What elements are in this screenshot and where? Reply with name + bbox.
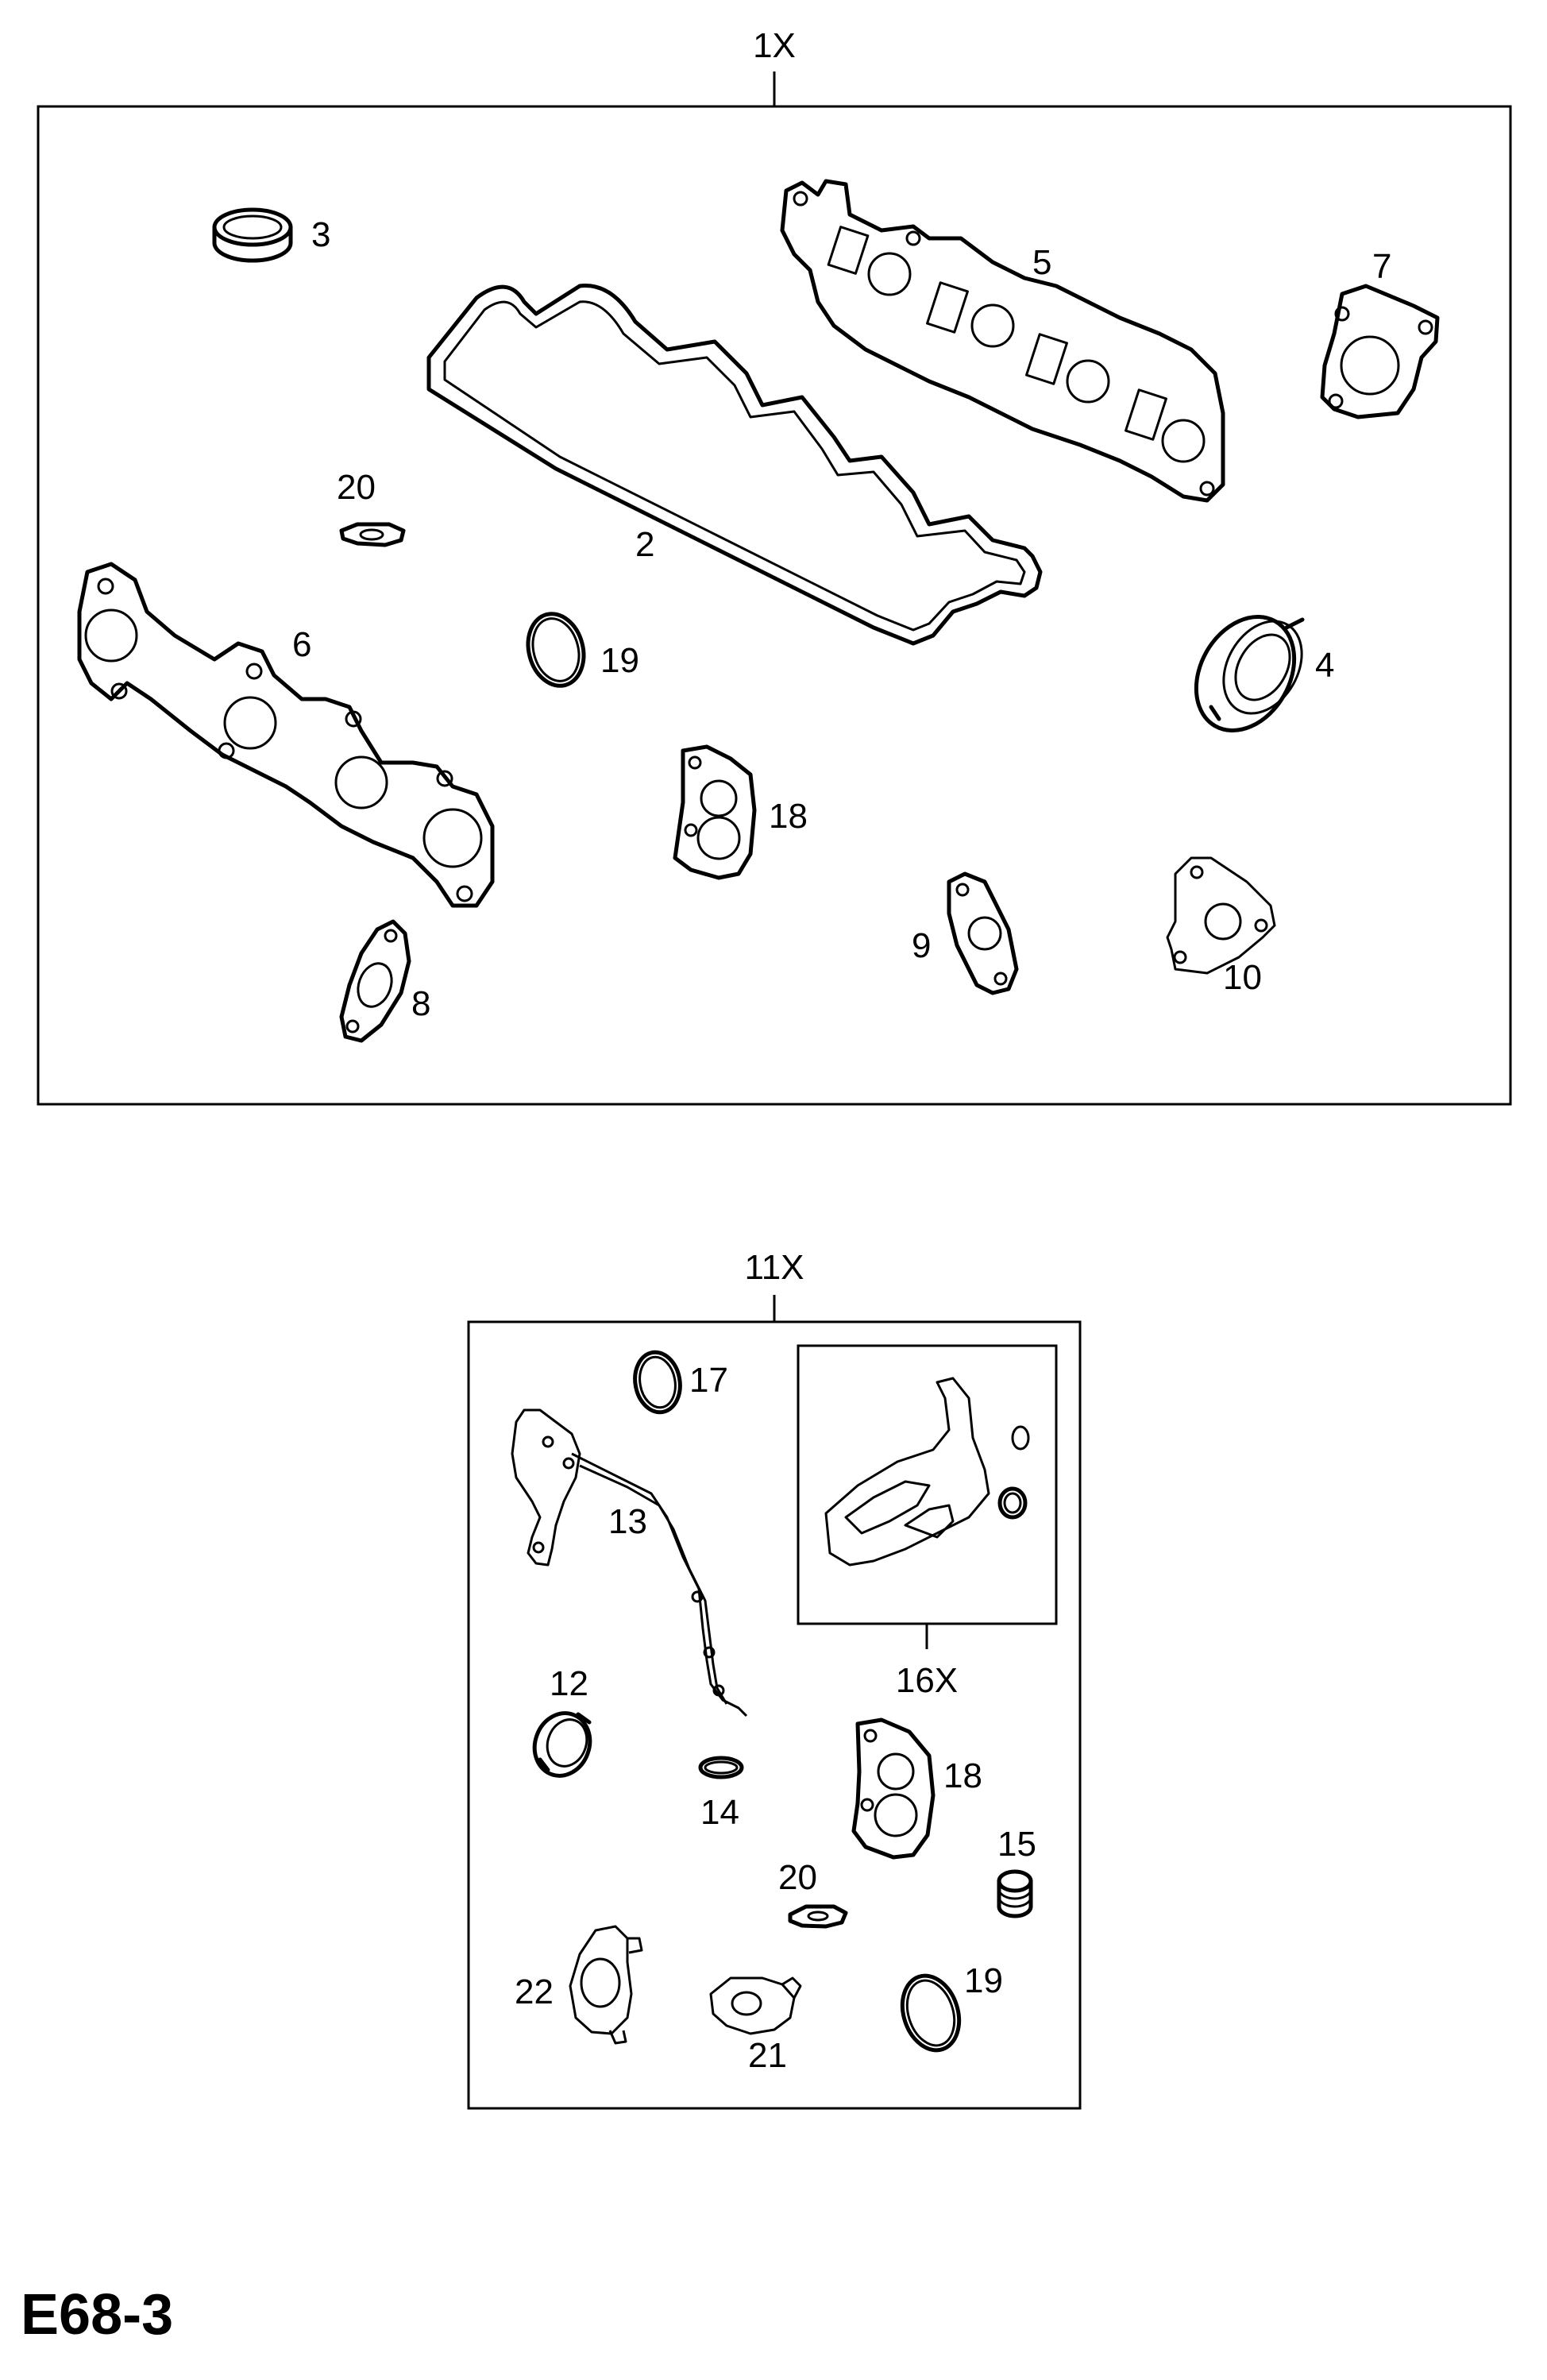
valve-cover-gasket-2 (426, 284, 1043, 646)
kit-11x-group: 11X 17 13 16X (467, 1248, 1082, 2110)
seal-ring-3 (212, 207, 293, 263)
o-ring-19b (900, 1973, 962, 2053)
o-ring-14 (698, 1756, 744, 1779)
gasket-10 (1166, 856, 1276, 975)
intake-manifold-gasket-5 (780, 179, 1225, 503)
kit-1x-group: 1X 3 2 5 (37, 26, 1512, 1106)
callout-19a: 19 (600, 641, 639, 680)
callout-2: 2 (635, 525, 654, 564)
callout-18b: 18 (943, 1756, 982, 1795)
small-gasket-20b (788, 1904, 848, 1929)
callout-19b: 19 (964, 1961, 1003, 2000)
callout-8: 8 (411, 984, 430, 1023)
o-ring-19a (526, 612, 586, 688)
callout-4: 4 (1315, 646, 1334, 685)
flange-gasket-7 (1320, 284, 1440, 419)
gasket-8 (339, 919, 411, 1043)
gasket-22 (569, 1925, 643, 2045)
callout-10: 10 (1223, 958, 1262, 997)
kit-1x-label: 1X (753, 26, 796, 65)
kit-16x-group: 16X (797, 1344, 1058, 1700)
kit-11x-frame (467, 1320, 1082, 2110)
callout-6: 6 (292, 625, 311, 664)
callout-20a: 20 (337, 468, 376, 507)
exhaust-manifold-gasket-6 (77, 562, 495, 908)
callout-12: 12 (550, 1664, 588, 1703)
callout-20b: 20 (778, 1858, 817, 1897)
callout-14: 14 (700, 1793, 739, 1832)
oil-seal-4 (1194, 614, 1305, 733)
callout-17: 17 (689, 1361, 728, 1400)
gasket-21 (709, 1976, 802, 2035)
kit-11x-label: 11X (744, 1248, 804, 1287)
plug-15 (997, 1869, 1033, 1918)
callout-7: 7 (1372, 247, 1391, 286)
plate-gasket-18a (673, 744, 757, 880)
water-pump-gasket-set-16 (824, 1377, 1030, 1567)
callout-21: 21 (748, 2036, 787, 2075)
timing-cover-gasket-13 (511, 1408, 748, 1717)
page-code: E68-3 (21, 2283, 173, 2347)
oil-seal-12 (532, 1711, 592, 1778)
gasket-9 (947, 871, 1019, 995)
o-ring-17 (633, 1350, 682, 1415)
kit-1x-frame (37, 105, 1512, 1106)
callout-13: 13 (608, 1502, 647, 1541)
kit-16x-label: 16X (896, 1661, 958, 1700)
callout-22: 22 (515, 1972, 554, 2011)
callout-3: 3 (311, 215, 330, 254)
callout-5: 5 (1032, 243, 1051, 282)
callout-15: 15 (997, 1825, 1036, 1864)
callout-9: 9 (912, 926, 931, 965)
plate-gasket-18b (851, 1717, 936, 1860)
small-gasket-20a (339, 522, 406, 547)
callout-18a: 18 (769, 797, 808, 836)
